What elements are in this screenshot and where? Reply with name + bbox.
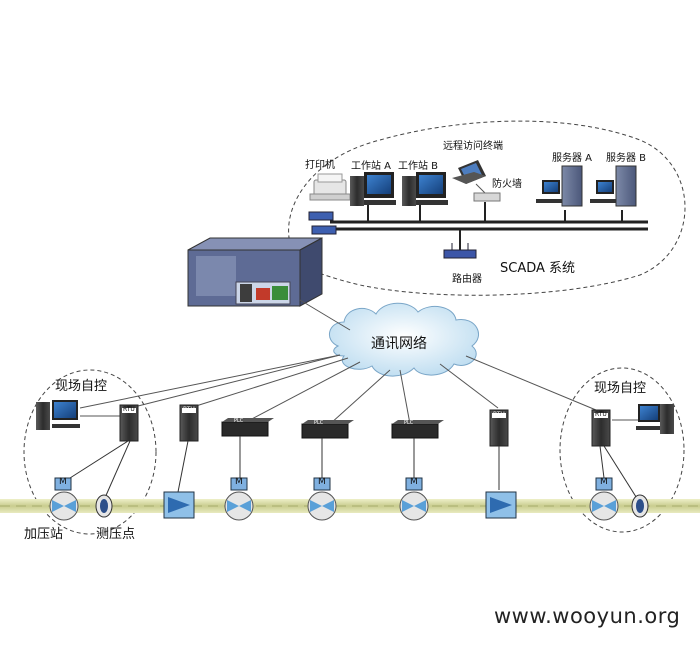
hub-icon [308,211,337,235]
scada-lan-bus [330,202,648,250]
motor-tag-4: M [410,477,418,487]
server-a-label: 服务器 A [552,153,593,164]
pressure-sensor-2 [631,494,649,518]
firewall-label: 防火墙 [492,179,522,190]
pump-4 [399,477,429,521]
field-links [69,436,639,501]
server-b-icon [590,165,637,207]
workstation-a-label: 工作站 A [351,161,392,172]
scada-system-label: SCADA 系统 [500,261,576,276]
motor-tag-1: M [59,477,67,487]
server-a-icon [536,165,583,207]
rtu-cabinet-1 [119,404,139,442]
right-local-control-label: 现场自控 [594,381,647,396]
control-center-icon [187,237,323,307]
rtu-tag-4: RTU [595,411,607,418]
rtu-tag-3: RTU [493,411,505,418]
plc-rack-2 [301,420,354,439]
printer-label: 打印机 [305,160,335,171]
cloud-label: 通讯网络 [371,336,427,352]
plc-tag-1: PLC [234,418,244,424]
network-links [79,299,597,425]
rtu-tag-1: RTU [123,406,135,413]
pump-1 [49,477,79,521]
left-local-control-label: 现场自控 [55,379,108,394]
rtu-tag-2: RTU [183,406,195,413]
right-field-boundary [559,367,685,533]
laptop-icon [452,160,486,184]
pressure-sensor-1 [95,494,113,518]
remote-terminal-label: 远程访问终端 [443,141,503,152]
plc-tag-3: PLC [404,420,414,426]
printer-icon [309,173,351,201]
plc-rack-1 [221,418,274,437]
right-local-workstation-icon [636,404,674,434]
valve-1 [163,491,195,519]
motor-tag-3: M [318,477,326,487]
left-local-workstation-icon [36,400,80,430]
left-field-boundary [23,369,157,535]
motor-tag-5: M [600,477,608,487]
router-icon [443,243,477,259]
valve-2 [485,491,517,519]
server-b-label: 服务器 B [606,153,647,164]
pump-2 [224,477,254,521]
workstation-b-label: 工作站 B [398,161,439,172]
rtu-cabinet-4 [591,409,611,447]
workstation-b-icon [402,172,448,206]
router-label: 路由器 [452,274,482,285]
plc-tag-2: PLC [314,420,324,426]
pressure-point-label: 测压点 [96,527,136,542]
firewall-icon [473,192,501,202]
watermark-text: www.wooyun.org [494,604,681,628]
booster-station-label: 加压站 [24,527,64,542]
network-cloud [329,302,479,377]
pump-5 [589,477,619,521]
motor-tag-2: M [235,477,243,487]
pump-3 [307,477,337,521]
plc-rack-3 [391,420,444,439]
rtu-cabinet-2 [179,404,199,442]
workstation-a-icon [350,172,396,206]
